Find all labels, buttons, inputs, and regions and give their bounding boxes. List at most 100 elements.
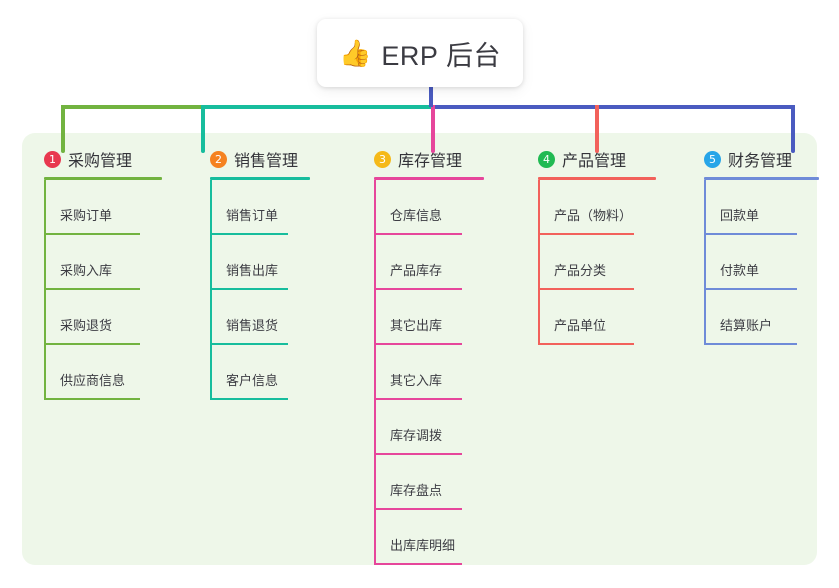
branch-item-label: 出库库明细: [390, 538, 456, 553]
branch-item-label: 销售退货: [226, 318, 279, 333]
branch-item-label: 产品单位: [554, 318, 607, 333]
branch-spine: [704, 180, 706, 345]
branch-header-sales[interactable]: 2 销售管理: [196, 146, 346, 172]
branch-item[interactable]: 其它入库: [360, 345, 515, 400]
connector-drop-sales: [201, 105, 205, 153]
branch-header-rule: [210, 177, 310, 180]
branch-item[interactable]: 仓库信息: [360, 180, 515, 235]
connector-trunk: [429, 85, 433, 107]
branch-item-rule: [210, 233, 288, 235]
branch-item-label: 回款单: [720, 208, 760, 223]
branch-column-purchase: 1 采购管理采购订单采购入库采购退货供应商信息: [30, 146, 180, 400]
branch-column-finance: 5 财务管理回款单付款单结算账户: [690, 146, 820, 345]
branch-title: 采购管理: [68, 153, 133, 170]
branch-item[interactable]: 产品库存: [360, 235, 515, 290]
branch-item[interactable]: 其它出库: [360, 290, 515, 345]
branch-item[interactable]: 采购入库: [30, 235, 180, 290]
connector-drop-product: [595, 105, 599, 153]
branch-item-label: 销售出库: [226, 263, 279, 278]
branch-item-rule: [704, 343, 797, 345]
branch-item-rule: [704, 233, 797, 235]
branch-spine: [538, 180, 540, 345]
branch-header-rule: [374, 177, 484, 180]
bus-teal: [201, 105, 431, 109]
branch-item-label: 付款单: [720, 263, 760, 278]
branch-index-badge: 1: [44, 150, 61, 168]
branch-title: 销售管理: [234, 153, 299, 170]
branch-item-label: 库存盘点: [390, 483, 443, 498]
branch-item-rule: [538, 343, 634, 345]
branch-item-rule: [374, 398, 462, 400]
branch-item-label: 采购退货: [60, 318, 113, 333]
branch-header-rule: [538, 177, 656, 180]
root-node-card[interactable]: 👍 ERP 后台: [317, 19, 523, 87]
branch-item[interactable]: 销售退货: [196, 290, 346, 345]
branch-item-rule: [44, 233, 140, 235]
branch-item[interactable]: 结算账户: [690, 290, 820, 345]
branch-title: 产品管理: [562, 153, 627, 170]
branch-item[interactable]: 出库库明细: [360, 510, 515, 565]
branch-item-label: 客户信息: [226, 373, 279, 388]
branch-item-rule: [44, 343, 140, 345]
branch-spine: [44, 180, 46, 400]
branch-header-inventory[interactable]: 3 库存管理: [360, 146, 515, 172]
branch-item[interactable]: 产品单位: [524, 290, 679, 345]
bus-green: [61, 105, 201, 109]
branch-item-rule: [538, 288, 634, 290]
branch-item[interactable]: 库存盘点: [360, 455, 515, 510]
branch-item[interactable]: 付款单: [690, 235, 820, 290]
branch-item-rule: [44, 398, 140, 400]
thumbs-up-icon: 👍: [339, 38, 372, 68]
branch-item-rule: [704, 288, 797, 290]
branch-item-label: 产品库存: [390, 263, 443, 278]
branch-item[interactable]: 供应商信息: [30, 345, 180, 400]
branch-items-inventory: 仓库信息产品库存其它出库其它入库库存调拨库存盘点出库库明细: [360, 180, 515, 565]
branch-item-label: 仓库信息: [390, 208, 443, 223]
bus-blue: [431, 105, 795, 109]
branch-item[interactable]: 产品分类: [524, 235, 679, 290]
branch-item-label: 结算账户: [720, 318, 773, 333]
branch-column-inventory: 3 库存管理仓库信息产品库存其它出库其它入库库存调拨库存盘点出库库明细: [360, 146, 515, 565]
branch-item[interactable]: 销售出库: [196, 235, 346, 290]
branch-item-rule: [210, 288, 288, 290]
branch-item-rule: [374, 453, 462, 455]
branch-spine: [210, 180, 212, 400]
branch-item-rule: [374, 288, 462, 290]
branch-item[interactable]: 库存调拨: [360, 400, 515, 455]
branch-items-product: 产品（物料） 产品分类产品单位: [524, 180, 679, 345]
branch-item[interactable]: 采购退货: [30, 290, 180, 345]
branch-item-rule: [374, 233, 462, 235]
branch-item[interactable]: 产品（物料）: [524, 180, 679, 235]
branch-item-rule: [374, 343, 462, 345]
branch-item-label: 库存调拨: [390, 428, 443, 443]
connector-drop-finance: [791, 105, 795, 153]
branch-item-label: 其它入库: [390, 373, 443, 388]
branch-item-label: 采购订单: [60, 208, 113, 223]
branch-item-label: 其它出库: [390, 318, 443, 333]
branch-item-rule: [374, 508, 462, 510]
branch-items-sales: 销售订单销售出库销售退货客户信息: [196, 180, 346, 400]
branch-title: 库存管理: [398, 153, 463, 170]
branch-item-rule: [538, 233, 634, 235]
branch-item-rule: [44, 288, 140, 290]
branch-item[interactable]: 客户信息: [196, 345, 346, 400]
branch-item-label: 产品分类: [554, 263, 607, 278]
branch-index-badge: 3: [374, 150, 391, 168]
branch-header-purchase[interactable]: 1 采购管理: [30, 146, 180, 172]
diagram-panel: [22, 133, 817, 565]
branch-item[interactable]: 销售订单: [196, 180, 346, 235]
branch-item[interactable]: 采购订单: [30, 180, 180, 235]
branch-item-rule: [374, 563, 462, 565]
branch-title: 财务管理: [728, 153, 793, 170]
connector-drop-purchase: [61, 105, 65, 153]
connector-drop-inventory: [431, 105, 435, 153]
branch-index-badge: 2: [210, 150, 227, 168]
branch-item[interactable]: 回款单: [690, 180, 820, 235]
branch-index-badge: 5: [704, 150, 721, 168]
branch-header-finance[interactable]: 5 财务管理: [690, 146, 820, 172]
root-node-title: ERP 后台: [381, 40, 501, 71]
branch-header-rule: [704, 177, 819, 180]
